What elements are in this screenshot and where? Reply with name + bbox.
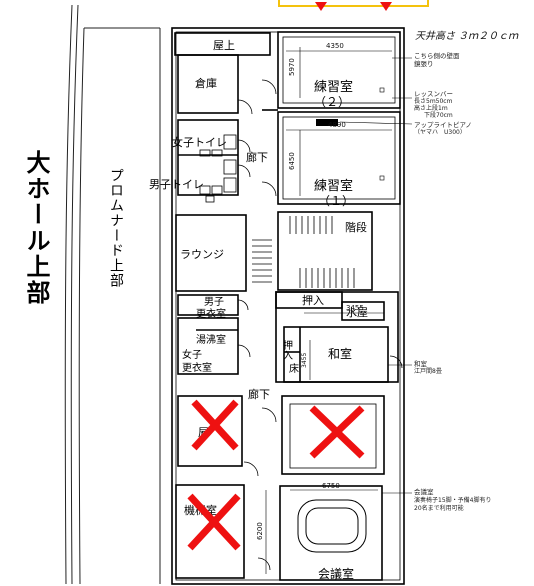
water-heater-room-label: 湯沸室	[196, 333, 226, 346]
tokonoma-label: 床	[289, 362, 299, 375]
lesson-bar-note-line3: 高さ上段1m	[414, 104, 448, 112]
practice2-label-line1: 練習室	[314, 79, 353, 95]
practice2-width: 4350	[326, 42, 344, 50]
meeting-note-line3: 20名まで利用可能	[414, 504, 464, 512]
ceiling-height-note: 天井高さ ３ｍ２０ｃｍ	[415, 30, 519, 42]
wall-mirror-note-line2: 鏡張り	[414, 59, 434, 68]
meeting-note-line2: 演奏椅子15脚・予備4脚有り	[414, 496, 491, 504]
japanese-room-depth: 3455	[301, 353, 308, 368]
note-leaders	[339, 57, 413, 494]
womens-locker-label-line2: 更衣室	[182, 361, 212, 374]
promenade-label: プロムナード上部	[108, 168, 124, 288]
closet-top-label: 押入	[302, 293, 324, 307]
corridor-lower-label: 廊下	[248, 387, 270, 401]
mens-toilet-label: 男子トイレ	[149, 178, 204, 191]
womens-locker-label-line1: 女子	[182, 348, 202, 361]
meeting-room-label: 会議室	[318, 566, 354, 581]
stairs-label: 階段	[345, 220, 367, 234]
practice1-label-line2: （１）	[318, 194, 354, 208]
womens-toilet-label: 女子トイレ	[172, 135, 227, 149]
rooftop-label: 屋上	[213, 39, 235, 52]
unavailable-cross-icon	[309, 405, 365, 459]
marker-icon-right	[380, 2, 392, 11]
big-hall-label: 大ホール上部	[22, 150, 50, 306]
room-marker	[379, 175, 385, 181]
unavailable-cross-icon	[191, 399, 239, 451]
lesson-bar-note-line2: 長さ5m50cm	[414, 98, 453, 105]
room-marker	[379, 87, 385, 93]
practice1-depth: 6450	[288, 152, 296, 170]
storage-label: 倉庫	[195, 76, 217, 90]
japanese-room-label: 和室	[328, 346, 352, 361]
dimension-lines	[265, 47, 392, 574]
closet-left-label: 押入	[281, 339, 293, 360]
practice2-depth: 5970	[288, 58, 296, 76]
meeting-room-depth: 6200	[256, 522, 264, 540]
meeting-note-line1: 会議室	[414, 487, 434, 496]
practice2-label-line2: （２）	[314, 95, 350, 109]
practice1-width: 4890	[328, 121, 346, 129]
piano-icon	[316, 119, 338, 126]
piano-note-line1: アップライトピアノ	[414, 121, 472, 129]
meeting-table	[297, 499, 367, 553]
washitsu-note-line1: 和室	[414, 359, 428, 368]
lesson-bar-note-line1: レッスンバー	[414, 90, 453, 98]
practice1-label-line1: 練習室	[314, 178, 353, 194]
building-walls	[171, 27, 405, 585]
stair-treads	[252, 216, 355, 288]
outer-curve	[64, 4, 161, 585]
water-room-label: 水屋	[346, 306, 368, 319]
top-legend-box	[278, 0, 429, 7]
unavailable-cross-icon	[187, 493, 241, 551]
meeting-room-width: 6750	[322, 482, 340, 490]
japanese-room-width: 3455	[346, 304, 364, 312]
wall-mirror-note-line1: こちら側の壁面	[414, 51, 460, 60]
marker-icon-left	[315, 2, 327, 11]
mens-locker-label-line2: 更衣室	[196, 307, 226, 320]
lounge-label: ラウンジ	[180, 248, 224, 261]
toilet-fixtures	[199, 134, 237, 203]
piano-note-line2: （ヤマハ U300）	[414, 129, 466, 136]
washitsu-note-line2: 江戸間8畳	[414, 368, 442, 375]
door-swings	[237, 79, 403, 571]
lesson-bar-note-line4: 下段70cm	[424, 111, 453, 119]
corridor-upper-label: 廊下	[246, 150, 268, 164]
mens-locker-label-line1: 男子	[204, 296, 224, 308]
